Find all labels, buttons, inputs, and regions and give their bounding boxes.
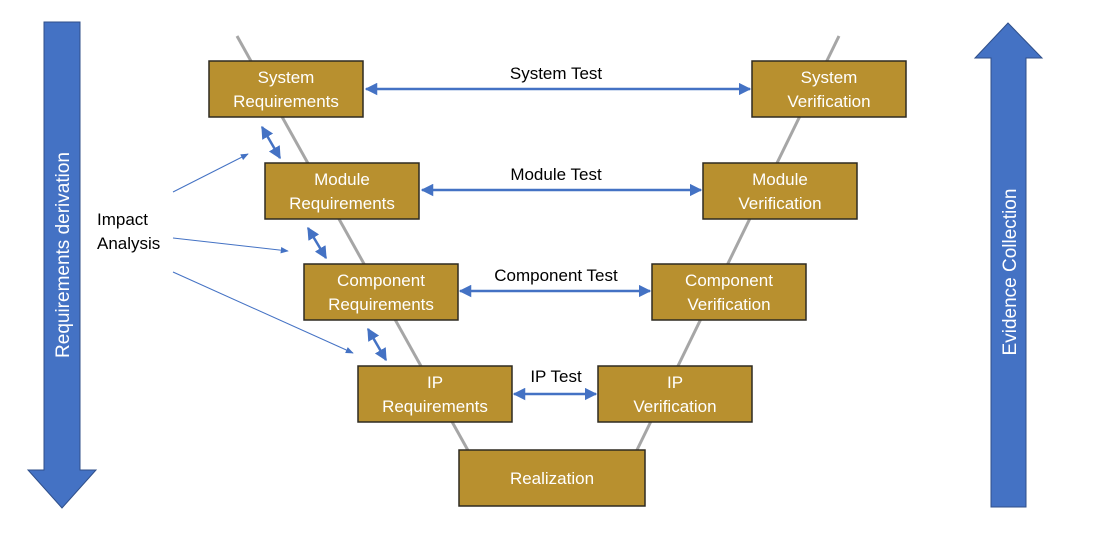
- requirements-derivation-label: Requirements derivation: [53, 152, 74, 358]
- component-ip-link-arrow: [366, 327, 388, 362]
- module-test-label: Module Test: [510, 165, 602, 184]
- requirements-derivation-arrow: Requirements derivation: [26, 21, 98, 509]
- svg-text:Verification: Verification: [738, 194, 821, 213]
- svg-text:Component: Component: [337, 271, 425, 290]
- svg-text:Verification: Verification: [787, 92, 870, 111]
- evidence-collection-label: Evidence Collection: [1000, 189, 1021, 356]
- ip-verification-box: IP Verification: [597, 365, 753, 423]
- svg-text:System: System: [258, 68, 315, 87]
- impact-arrow-component: [172, 271, 354, 354]
- system-verification-box: System Verification: [751, 60, 907, 118]
- svg-text:Component: Component: [685, 271, 773, 290]
- svg-text:Requirements: Requirements: [328, 295, 434, 314]
- component-verification-box: Component Verification: [651, 263, 807, 321]
- svg-text:Module: Module: [314, 170, 370, 189]
- component-test-label: Component Test: [494, 266, 618, 285]
- svg-text:Verification: Verification: [687, 295, 770, 314]
- evidence-collection-arrow: Evidence Collection: [973, 22, 1044, 508]
- svg-text:Requirements: Requirements: [382, 397, 488, 416]
- svg-text:Verification: Verification: [633, 397, 716, 416]
- svg-text:IP: IP: [427, 373, 443, 392]
- impact-arrow-module: [172, 237, 289, 254]
- svg-text:Realization: Realization: [510, 469, 594, 488]
- system-requirements-box: System Requirements: [208, 60, 364, 118]
- svg-text:Module: Module: [752, 170, 808, 189]
- svg-text:System: System: [801, 68, 858, 87]
- module-component-link-arrow: [306, 226, 328, 260]
- system-test-label: System Test: [510, 64, 603, 83]
- svg-text:Requirements: Requirements: [289, 194, 395, 213]
- ip-requirements-box: IP Requirements: [357, 365, 513, 423]
- ip-test-label: IP Test: [530, 367, 582, 386]
- impact-arrow-system: [172, 153, 249, 193]
- module-verification-box: Module Verification: [702, 162, 858, 220]
- component-requirements-box: Component Requirements: [303, 263, 459, 321]
- realization-box: Realization: [458, 449, 646, 507]
- module-requirements-box: Module Requirements: [264, 162, 420, 220]
- svg-text:Requirements: Requirements: [233, 92, 339, 111]
- svg-text:IP: IP: [667, 373, 683, 392]
- impact-analysis-label: Impact Analysis: [97, 210, 160, 253]
- system-module-link-arrow: [260, 125, 282, 160]
